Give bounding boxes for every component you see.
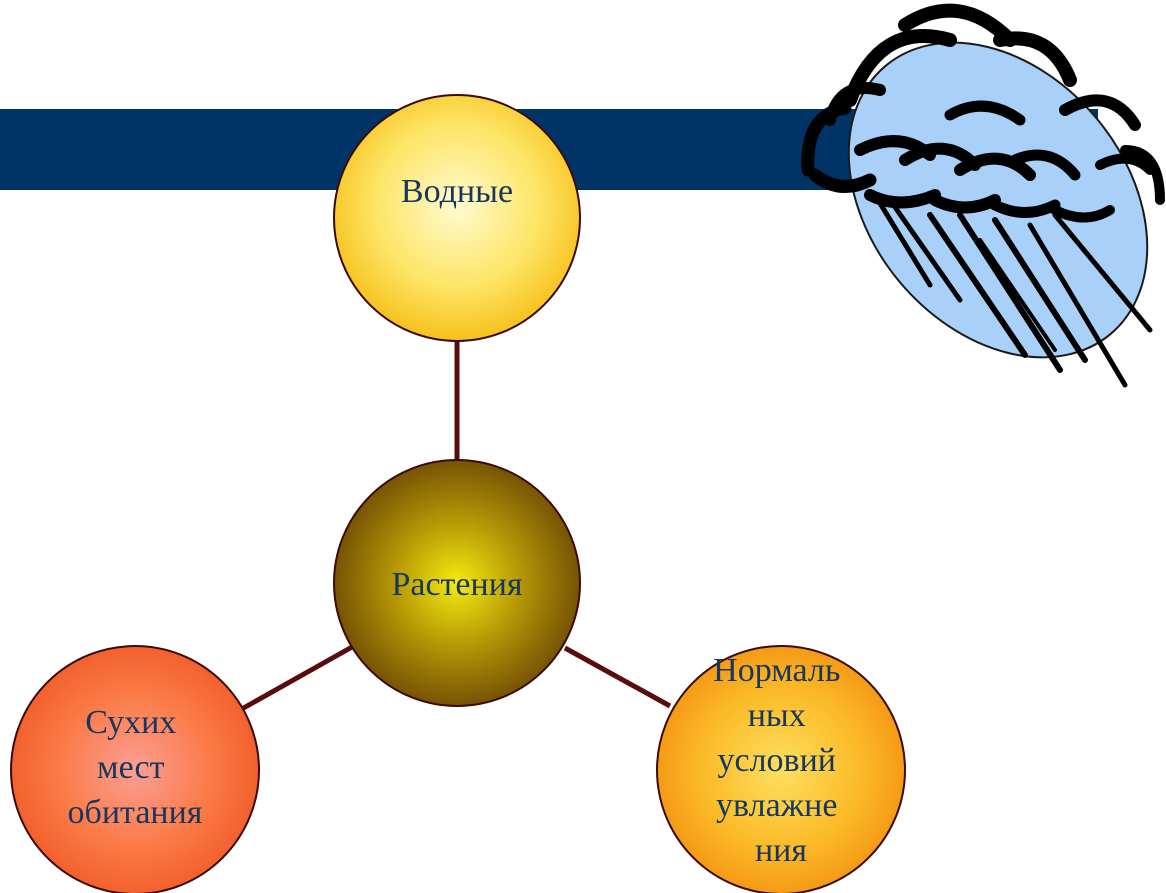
center-label: Растения: [391, 566, 522, 603]
node-center: [333, 459, 581, 707]
dry-label: Сухих мест обитания: [68, 704, 203, 831]
node-dry: [10, 645, 260, 893]
node-normal: [656, 645, 906, 893]
water-label: Водные: [401, 173, 513, 210]
normal-label: Нормаль ных условий увлажне ния: [713, 652, 849, 869]
node-water: [333, 94, 581, 342]
connector-dry: [238, 644, 354, 713]
connector-normal: [563, 645, 672, 709]
rain-cloud-icon: [801, 3, 1165, 388]
